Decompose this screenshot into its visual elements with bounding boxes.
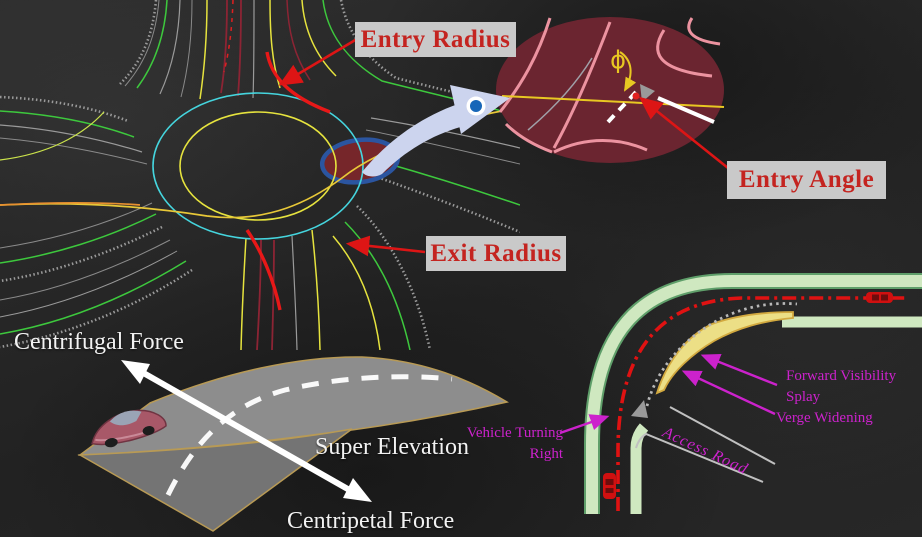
forward-visibility-line1: Forward Visibility [786,368,897,384]
vehicle-turning-right-label: Vehicle Turning Right [451,423,563,465]
forward-visibility-splay-area [655,311,794,395]
centripetal-force-label: Centripetal Force [287,508,455,534]
entry-radius-label: Entry Radius [355,22,516,57]
super-elevation-label: Super Elevation [315,434,469,460]
entry-angle-point [632,92,640,100]
exit-radius-curve [245,229,282,311]
visibility-sightline-dotted [645,302,798,407]
car-image [91,409,167,448]
entry-angle-label-text: Entry Angle [738,166,875,193]
verge-widening-label: Verge Widening [776,410,873,426]
zoom-region-highlight-ellipse [319,137,401,185]
angle-arc-arrow [619,51,637,92]
vehicle-path-orange-segment [0,201,141,206]
centrifugal-force-label: Centrifugal Force [14,329,184,355]
forward-visibility-line2: Splay [786,389,821,405]
central-island-circle [179,111,337,221]
access-road-edges [635,406,776,483]
superelevation-diagram [77,356,509,532]
car-top-right [866,292,893,303]
junction-visibility-diagram [559,273,922,514]
vehicle-turning-line2: Right [529,446,563,462]
exit-radius-label: Exit Radius [426,236,566,271]
sightline-arrowhead [631,400,648,418]
exit-radius-label-text: Exit Radius [430,239,562,267]
junction-pointer-arrows [559,353,778,435]
vehicle-turning-line1: Vehicle Turning [466,425,563,441]
phi-angle-symbol: ϕ [610,46,626,74]
car-bottom [603,473,616,499]
entry-angle-label: Entry Angle [727,161,886,199]
inset-dashed-path [606,90,638,124]
entry-radius-label-text: Entry Radius [360,25,511,53]
forward-visibility-splay-label: Forward Visibility Splay [786,366,896,408]
inset-approach-line [527,57,593,131]
force-arrow [121,360,372,502]
entry-angle-inset: ϕ [496,17,725,163]
road-centerline [165,374,453,497]
vehicle-track-dashdot [616,296,905,511]
entry-radius-curve [265,51,331,114]
